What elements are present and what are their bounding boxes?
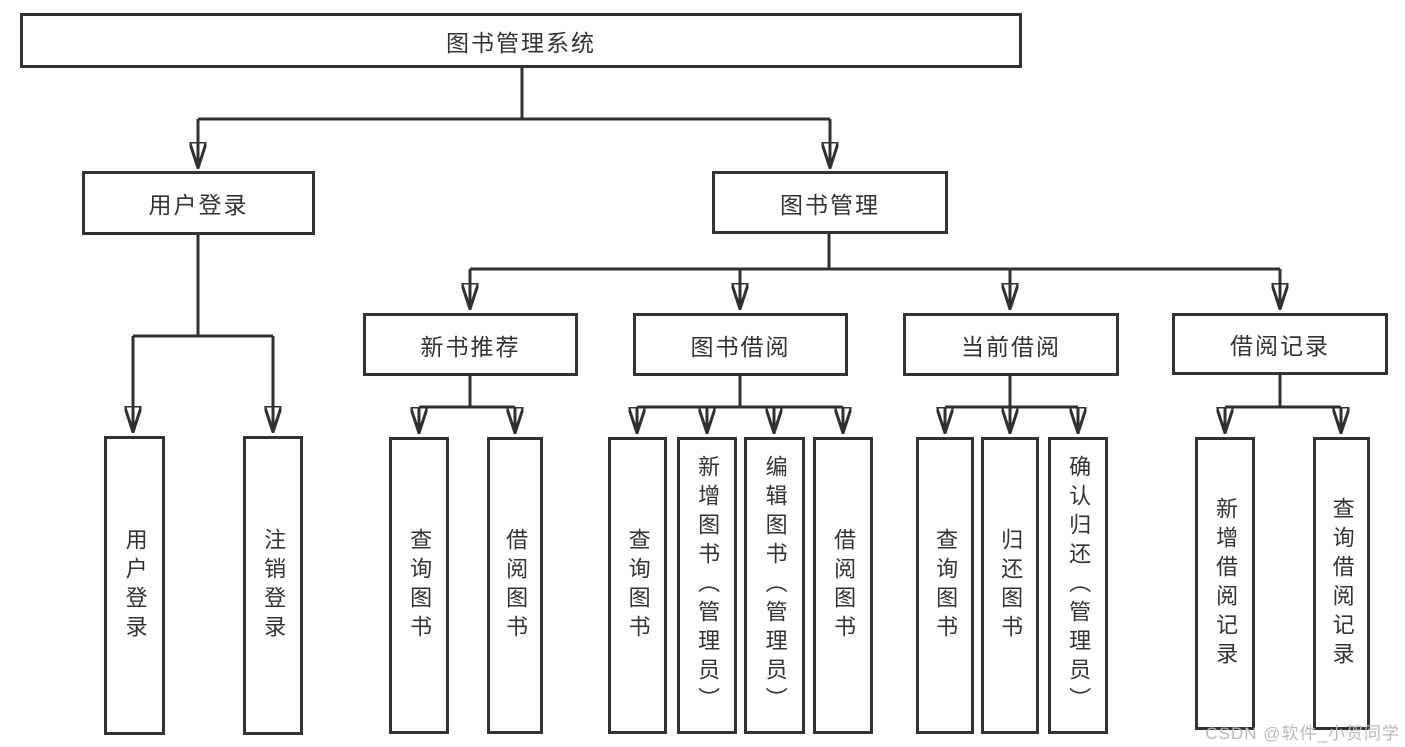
node-borrow-books-borrowing: 借阅图书 bbox=[813, 437, 873, 734]
node-user-login-action: 用户登录 bbox=[104, 436, 165, 735]
node-borrowing-records-label: 借阅记录 bbox=[1230, 333, 1330, 359]
node-search-books-current: 查询图书 bbox=[916, 437, 974, 734]
node-borrowing-records: 借阅记录 bbox=[1172, 313, 1388, 375]
node-search-books-recommend: 查询图书 bbox=[389, 437, 449, 734]
node-search-books-borrowing: 查询图书 bbox=[608, 437, 667, 734]
node-book-borrowing-label: 图书借阅 bbox=[690, 333, 791, 360]
node-library-management-system: 图书管理系统 bbox=[20, 13, 1022, 68]
edges-user-login bbox=[133, 234, 273, 432]
watermark: CSDN @软件_小贺同学 bbox=[1205, 724, 1400, 743]
edges-book-borrowing bbox=[637, 375, 843, 433]
edges-current-borrowing bbox=[945, 375, 1078, 433]
node-search-books-current-label: 查询图书 bbox=[933, 527, 959, 644]
node-confirm-return-admin-label: 确认归还（管理员） bbox=[1066, 455, 1092, 716]
node-book-management-label: 图书管理 bbox=[780, 191, 880, 218]
node-add-borrowing-record-label: 新增借阅记录 bbox=[1213, 496, 1239, 671]
node-new-book-recommend-label: 新书推荐 bbox=[420, 333, 521, 360]
node-search-borrowing-record-label: 查询借阅记录 bbox=[1329, 496, 1355, 671]
node-borrow-books-recommend: 借阅图书 bbox=[487, 437, 543, 734]
node-return-books: 归还图书 bbox=[981, 437, 1039, 734]
node-search-borrowing-record: 查询借阅记录 bbox=[1313, 437, 1370, 730]
node-edit-books-admin-label: 编辑图书（管理员） bbox=[762, 455, 788, 716]
edges-root bbox=[198, 67, 830, 168]
node-borrow-books-recommend-label: 借阅图书 bbox=[503, 527, 529, 644]
node-user-login: 用户登录 bbox=[82, 171, 315, 235]
node-add-books-admin-label: 新增图书（管理员） bbox=[695, 455, 721, 716]
node-confirm-return-admin: 确认归还（管理员） bbox=[1048, 437, 1108, 734]
node-book-borrowing: 图书借阅 bbox=[633, 313, 848, 376]
node-user-login-label: 用户登录 bbox=[148, 192, 249, 218]
node-borrow-books-borrowing-label: 借阅图书 bbox=[831, 527, 857, 644]
edge-book-management-trunk bbox=[470, 233, 1280, 271]
node-current-borrowing-label: 当前借阅 bbox=[961, 333, 1061, 360]
node-return-books-label: 归还图书 bbox=[998, 527, 1024, 644]
edge-root-trunk bbox=[198, 67, 830, 121]
node-library-management-system-label: 图书管理系统 bbox=[446, 29, 596, 56]
edge-book-borrowing-trunk bbox=[637, 375, 843, 409]
node-new-book-recommend: 新书推荐 bbox=[363, 313, 578, 376]
node-add-books-admin: 新增图书（管理员） bbox=[677, 437, 737, 734]
node-search-books-borrowing-label: 查询图书 bbox=[625, 527, 651, 644]
edges-borrowing-records bbox=[1225, 374, 1341, 433]
node-logout-label: 注销登录 bbox=[261, 527, 287, 644]
node-add-borrowing-record: 新增借阅记录 bbox=[1195, 437, 1255, 730]
edge-current-borrowing-trunk bbox=[945, 375, 1078, 409]
node-current-borrowing: 当前借阅 bbox=[903, 313, 1119, 376]
node-user-login-action-label: 用户登录 bbox=[122, 527, 148, 644]
node-search-books-recommend-label: 查询图书 bbox=[407, 527, 433, 644]
node-logout: 注销登录 bbox=[243, 436, 303, 735]
edges-new-book-recommend bbox=[419, 375, 515, 433]
edge-new-book-recommend-trunk bbox=[419, 375, 515, 409]
edges-book-management bbox=[470, 233, 1280, 309]
edge-borrowing-records-trunk bbox=[1225, 374, 1341, 409]
node-book-management: 图书管理 bbox=[712, 171, 948, 234]
node-edit-books-admin: 编辑图书（管理员） bbox=[744, 437, 805, 734]
edge-user-login-trunk bbox=[133, 234, 273, 338]
